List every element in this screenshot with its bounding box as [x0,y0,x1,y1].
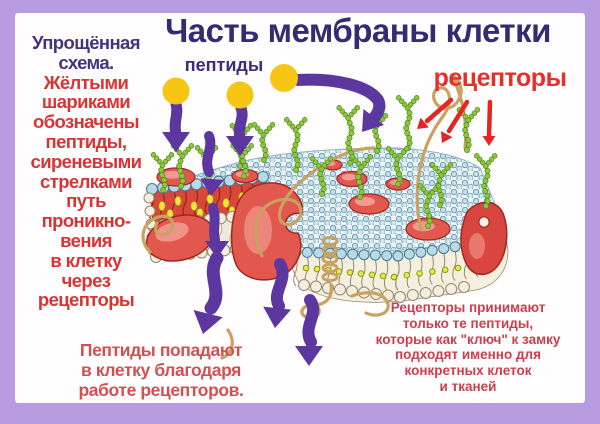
peptide-ball-1 [162,77,190,105]
red-arrow-1 [424,97,454,124]
bottom-right-note: Рецепторы принимают только те пептиды, к… [375,300,561,394]
left-note-body: Жёлтыми шариками обозначены пептиды, сир… [30,71,143,311]
receptors-label: рецепторы [433,64,567,92]
red-arrow-2 [446,99,470,134]
arrow-into-cell-3 [302,294,320,348]
receptor-blobs [145,182,508,281]
peptide-ball-2 [226,81,254,109]
lipid-heads-front [290,237,484,303]
bottom-left-note: Пептиды попадают в клетку благодаря рабо… [78,340,244,400]
left-note-intro: Упрощённая схема. [32,32,141,73]
peptide-balls [162,64,298,109]
peptide-ball-3 [270,64,298,92]
arrow-into-cell-2 [271,258,289,312]
receptor-hole-blob [460,201,508,276]
peptides-label: пептиды [184,55,264,75]
arrow-into-membrane [202,131,216,177]
arrow-into-cell-1 [204,251,224,315]
arrow-swoosh [292,73,386,124]
peptide-path-arrows [162,73,386,366]
receptor-pointer-arrows [417,97,496,146]
page-title: Часть мембраны клетки [165,12,551,49]
arrow-through-membrane [208,203,220,245]
arrow-down-1 [169,98,183,140]
red-arrow-3 [486,99,493,139]
arrow-down-2 [233,102,248,144]
left-note: Упрощённая схема. Жёлтыми шариками обозн… [8,33,164,310]
